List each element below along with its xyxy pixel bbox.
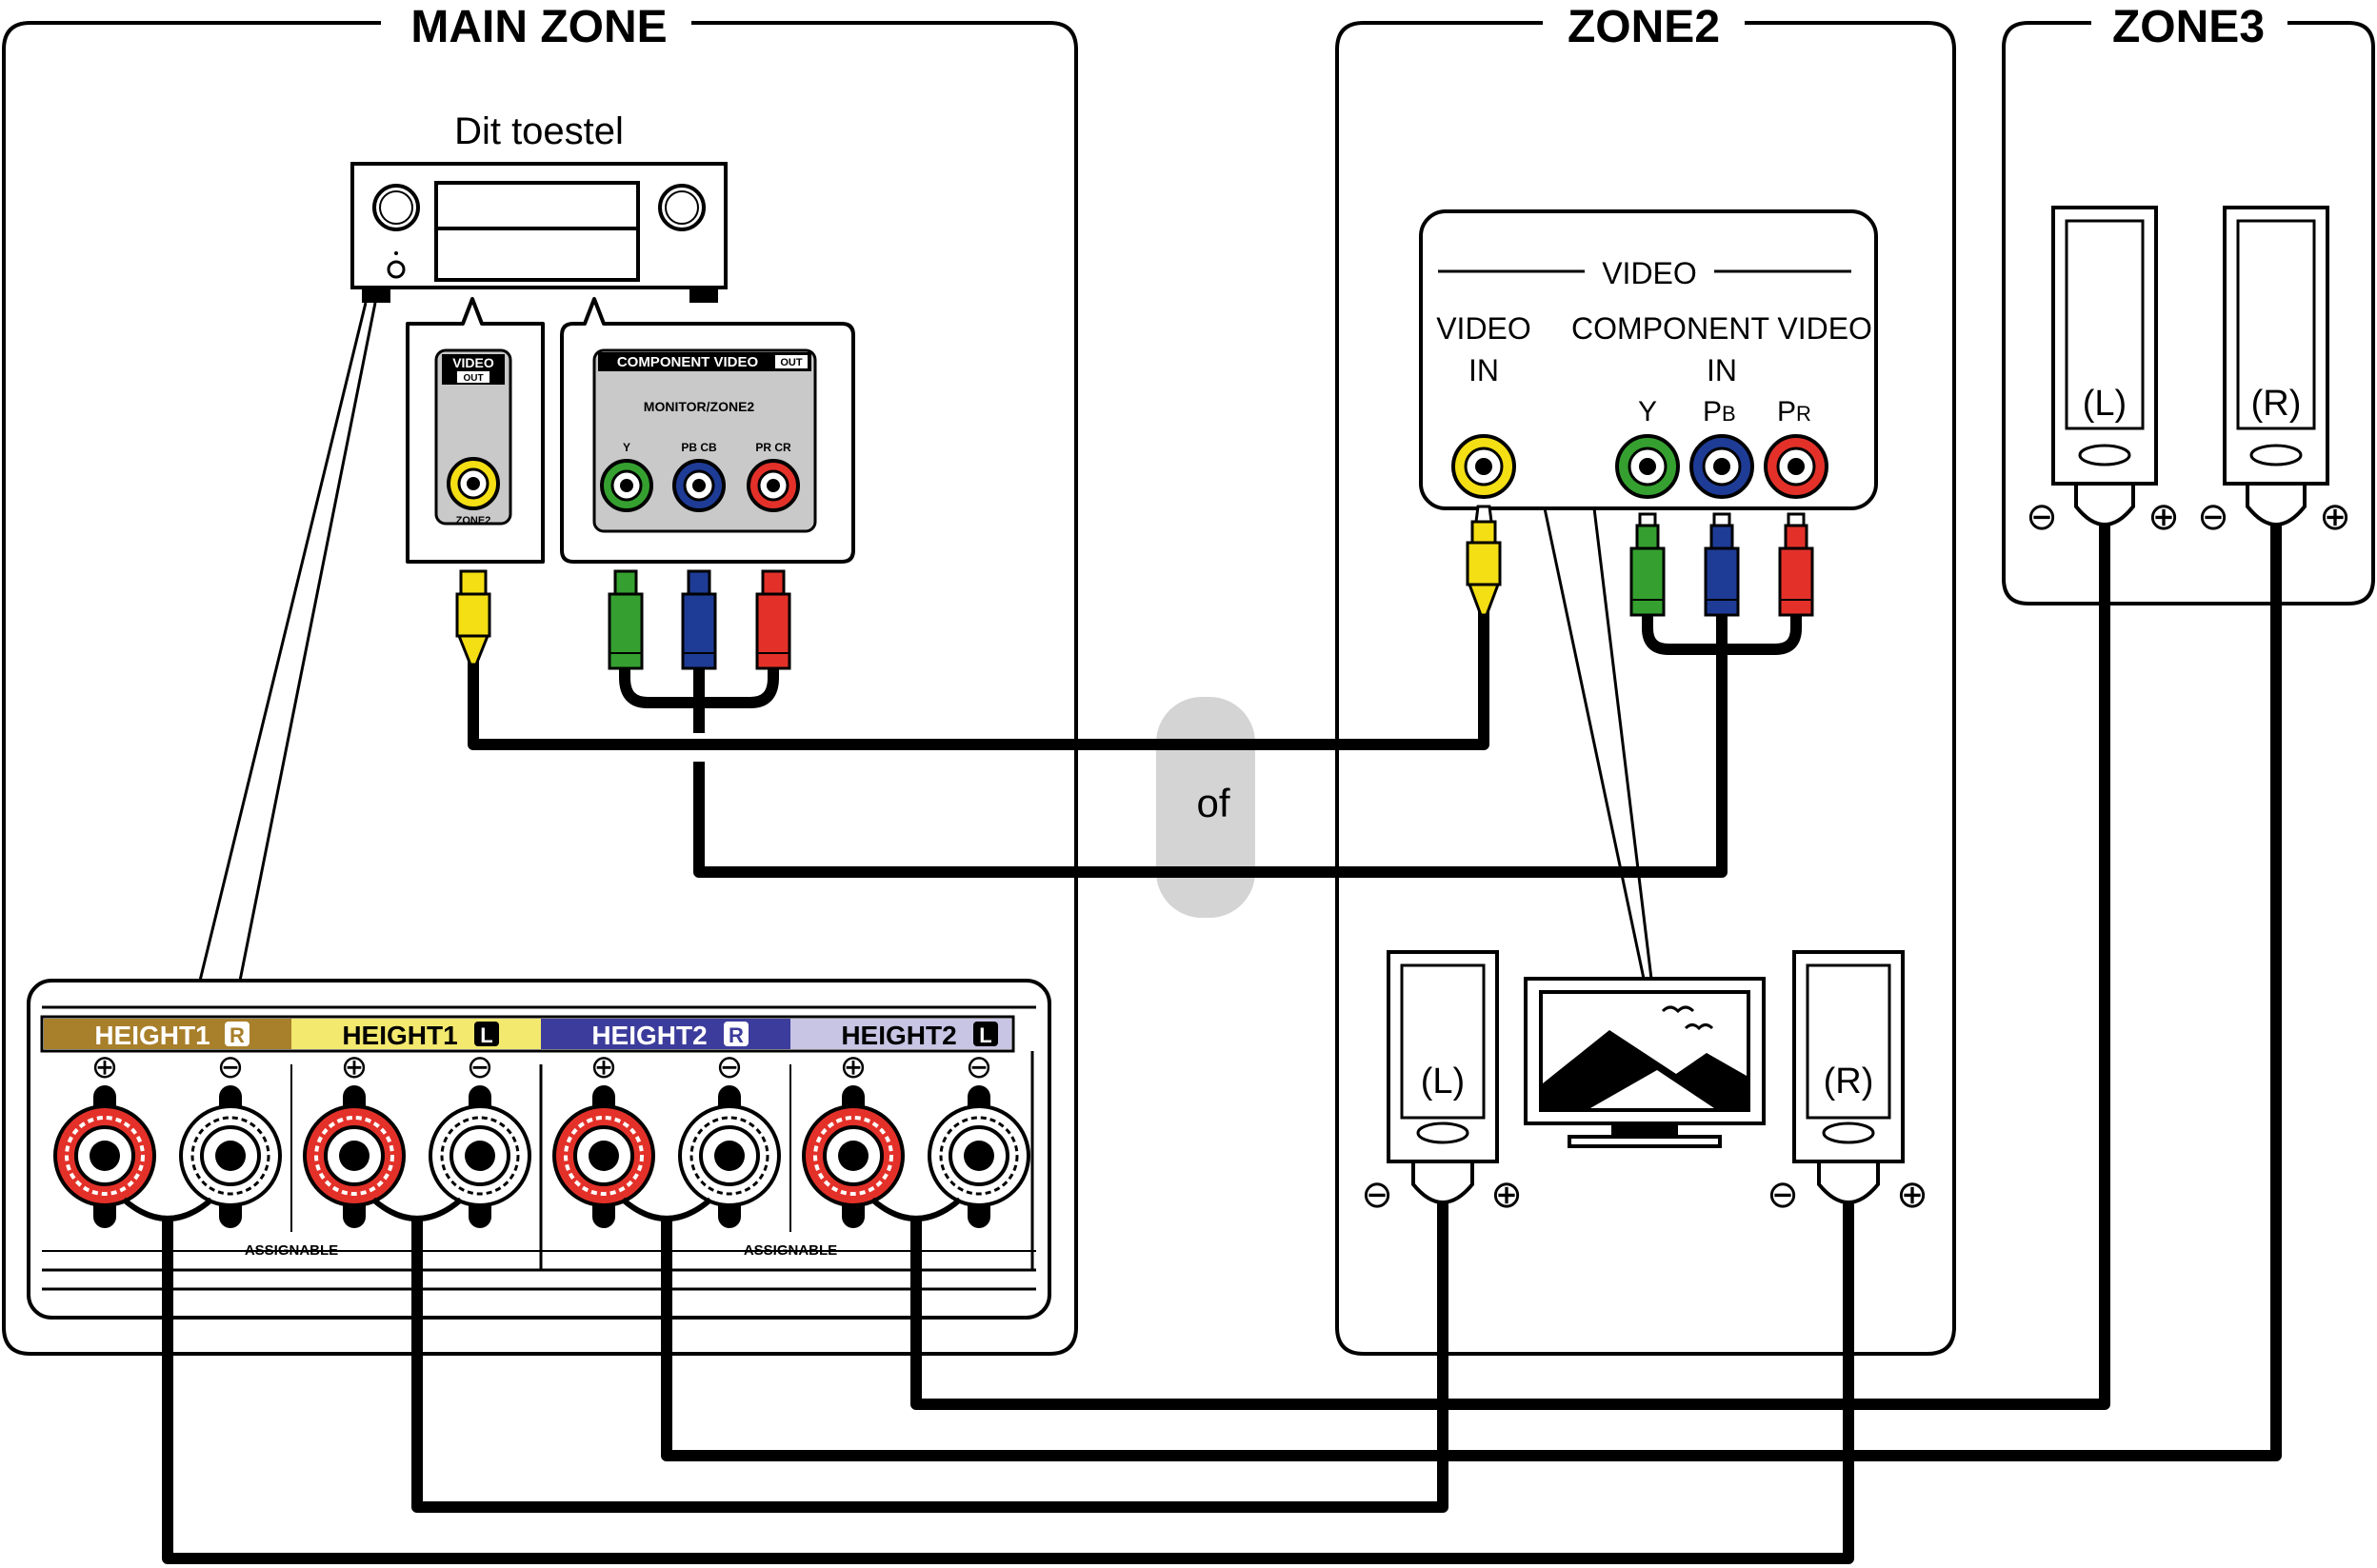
height2-l-plus-terminal xyxy=(802,1085,905,1228)
video-plug-tv xyxy=(1466,505,1502,617)
zone2-title: ZONE2 xyxy=(1568,2,1720,52)
minus-marker: ⊖ xyxy=(2197,496,2229,538)
zone2-tv-input-panel: VIDEO VIDEO IN COMPONENT VIDEO IN Y P B … xyxy=(1419,209,1878,980)
tv-video-in-jack xyxy=(1451,434,1516,499)
component-plugs-receiver xyxy=(608,569,791,670)
minus-marker: ⊖ xyxy=(467,1049,494,1085)
receiver-unit: Dit toestel xyxy=(198,110,728,982)
height2-r-plus-terminal xyxy=(552,1085,655,1228)
zone3-title: ZONE3 xyxy=(2112,2,2265,52)
component-out-pb-jack xyxy=(672,459,726,512)
zone3-right-speaker: (R) ⊖ ⊕ xyxy=(2197,206,2351,538)
zone2-left-speaker-label: (L) xyxy=(1421,1062,1465,1102)
component-out-y-jack xyxy=(600,459,653,512)
tv-video-in-line2: IN xyxy=(1468,353,1499,387)
component-out-tag: OUT xyxy=(780,357,803,368)
channel-side-height2-l: L xyxy=(979,1023,991,1047)
plus-marker: ⊕ xyxy=(590,1049,618,1085)
channel-bar-height1-r: HEIGHT1 R xyxy=(44,1019,291,1050)
zone2-left-speaker: (L) ⊖ ⊕ xyxy=(1361,950,1523,1216)
channel-side-height1-r: R xyxy=(230,1023,245,1047)
channel-side-height1-l: L xyxy=(480,1023,492,1047)
zone3-frame: ZONE3 xyxy=(2002,2,2375,605)
tv-y-in-jack xyxy=(1615,434,1680,499)
tv-jack-pr-main: P xyxy=(1777,396,1796,427)
component-out-subtitle: MONITOR/ZONE2 xyxy=(644,399,755,414)
minus-marker: ⊖ xyxy=(1361,1174,1393,1216)
component-plugs-tv xyxy=(1629,512,1814,617)
minus-marker: ⊖ xyxy=(217,1049,245,1085)
tv-jack-pb-sub: B xyxy=(1722,402,1736,426)
tv-video-in-line1: VIDEO xyxy=(1436,311,1531,346)
zone3-left-speaker: (L) ⊖ ⊕ xyxy=(2026,206,2180,538)
video-plug-receiver xyxy=(455,569,491,666)
main-zone-title: MAIN ZONE xyxy=(410,2,667,52)
tv-jack-pr-sub: R xyxy=(1796,402,1811,426)
channel-bar-height2-l: HEIGHT2 L xyxy=(790,1019,1011,1050)
tv-pb-in-jack xyxy=(1689,434,1754,499)
plus-marker: ⊕ xyxy=(2319,496,2351,538)
zone2-frame: ZONE2 xyxy=(1335,2,1956,1356)
speaker-terminal-panel: HEIGHT1 R HEIGHT1 L HEIGHT2 R HEIGHT2 L … xyxy=(27,979,1051,1320)
tv-jack-y-label: Y xyxy=(1638,396,1657,427)
channel-label-height2-r: HEIGHT2 xyxy=(591,1021,707,1050)
zone3-left-speaker-label: (L) xyxy=(2083,384,2127,424)
video-out-jack-label: ZONE2 xyxy=(456,515,491,526)
or-label: of xyxy=(1196,781,1229,825)
component-out-title: COMPONENT VIDEO xyxy=(617,354,759,370)
height2-r-minus-terminal xyxy=(678,1085,781,1228)
tv-monitor xyxy=(1524,977,1766,1148)
tv-component-in-line1: COMPONENT VIDEO xyxy=(1571,311,1872,346)
main-zone-frame: MAIN ZONE xyxy=(2,2,1078,1356)
video-out-title: VIDEO xyxy=(452,355,494,370)
component-out-y-label: Y xyxy=(623,441,630,454)
channel-bar-height1-l: HEIGHT1 L xyxy=(291,1019,541,1050)
plus-marker: ⊕ xyxy=(2147,496,2180,538)
tv-pr-in-jack xyxy=(1764,434,1828,499)
height2-l-minus-terminal xyxy=(928,1085,1030,1228)
minus-marker: ⊖ xyxy=(966,1049,993,1085)
zone2-right-speaker: (R) ⊖ ⊕ xyxy=(1767,950,1928,1216)
minus-marker: ⊖ xyxy=(2026,496,2058,538)
zone2-right-speaker-label: (R) xyxy=(1824,1062,1874,1102)
video-out-tag: OUT xyxy=(463,373,483,384)
plus-marker: ⊕ xyxy=(341,1049,369,1085)
receiver-label: Dit toestel xyxy=(454,110,624,152)
height1-r-minus-terminal xyxy=(179,1085,282,1228)
plus-marker: ⊕ xyxy=(1896,1174,1928,1216)
channel-label-height2-l: HEIGHT2 xyxy=(841,1021,956,1050)
component-out-pb-label: PB CB xyxy=(681,441,717,454)
height1-l-minus-terminal xyxy=(429,1085,531,1228)
channel-label-height1-r: HEIGHT1 xyxy=(94,1021,210,1050)
speaker-cables xyxy=(122,524,2282,1564)
plus-marker: ⊕ xyxy=(840,1049,868,1085)
assignable-label-1: ASSIGNABLE xyxy=(245,1242,338,1259)
channel-side-height2-r: R xyxy=(729,1023,744,1047)
assignable-label-2: ASSIGNABLE xyxy=(744,1242,837,1259)
plus-marker: ⊕ xyxy=(1490,1174,1523,1216)
minus-marker: ⊖ xyxy=(1767,1174,1799,1216)
terminal-polarity-markers: ⊕ ⊖ ⊕ ⊖ ⊕ ⊖ ⊕ ⊖ xyxy=(91,1049,993,1085)
height1-r-plus-terminal xyxy=(53,1085,156,1228)
channel-label-height1-l: HEIGHT1 xyxy=(342,1021,457,1050)
tv-jack-pb-main: P xyxy=(1703,396,1722,427)
component-out-pr-jack xyxy=(747,459,800,512)
component-out-panel: COMPONENT VIDEO OUT MONITOR/ZONE2 Y PB C… xyxy=(560,297,855,564)
or-badge xyxy=(1156,697,1255,918)
video-out-panel: VIDEO OUT ZONE2 xyxy=(406,297,545,564)
video-cable xyxy=(468,609,1489,750)
plus-marker: ⊕ xyxy=(91,1049,119,1085)
channel-bar-height2-r: HEIGHT2 R xyxy=(541,1019,790,1050)
tv-component-in-line2: IN xyxy=(1707,353,1737,387)
height1-l-plus-terminal xyxy=(303,1085,406,1228)
tv-input-header: VIDEO xyxy=(1602,256,1697,290)
minus-marker: ⊖ xyxy=(716,1049,744,1085)
component-out-pr-label: PR CR xyxy=(755,441,791,454)
zone3-right-speaker-label: (R) xyxy=(2251,384,2302,424)
terminal-posts xyxy=(53,1085,1030,1228)
